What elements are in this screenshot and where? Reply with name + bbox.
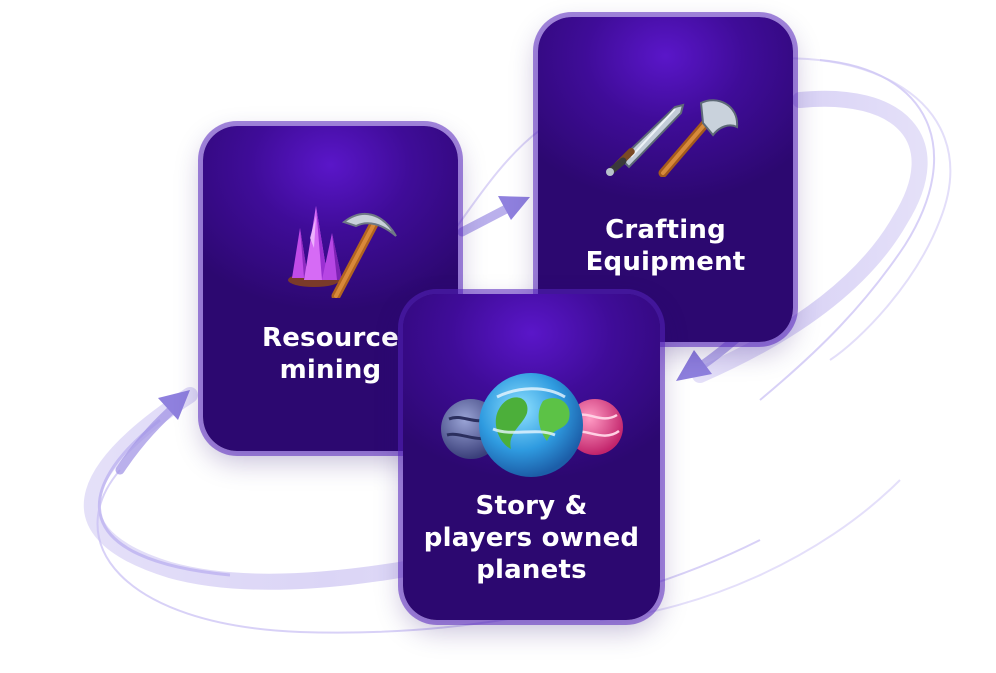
arrow-planets-to-mining — [115, 390, 190, 475]
card-label: Story & players owned planets — [423, 491, 640, 585]
planets-icon — [435, 369, 625, 483]
card-label: Crafting Equipment — [585, 215, 746, 277]
crystal-pickaxe-icon — [278, 198, 403, 302]
card-crafting-equipment: Crafting Equipment — [538, 17, 793, 342]
card-story-planets: Story & players owned planets — [403, 294, 660, 620]
card-label: Resource mining — [262, 323, 399, 385]
arrow-mining-to-crafting — [457, 196, 530, 237]
sword-axe-icon — [601, 97, 741, 181]
